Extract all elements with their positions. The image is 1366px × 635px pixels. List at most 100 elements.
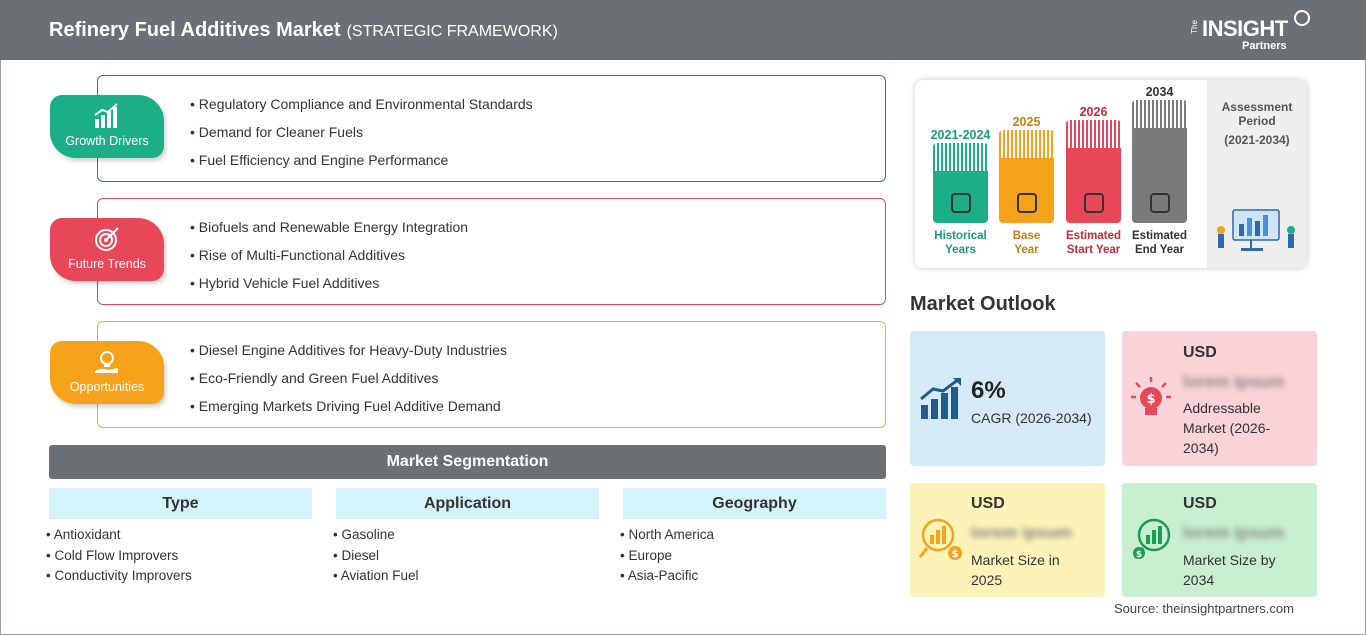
coin-chart-icon: $ <box>1133 518 1171 560</box>
opportunities-badge: Opportunities <box>50 341 164 404</box>
svg-text:$: $ <box>952 549 959 560</box>
start-icon <box>1084 193 1104 213</box>
timeline-year: 2034 <box>1145 85 1174 99</box>
market-size-2025-card: $ USD lorem ipsum Market Size in 2025 <box>910 483 1105 597</box>
addressable-value-blurred: lorem ipsum <box>1183 372 1285 391</box>
opportunities-box: Diesel Engine Additives for Heavy-Duty I… <box>97 321 886 428</box>
logo-the: The <box>1190 20 1199 34</box>
addressable-desc-line3: 2034) <box>1183 440 1219 456</box>
segment-header: Application <box>336 488 599 519</box>
segment-list: North America Europe Asia-Pacific <box>620 526 886 588</box>
segment-geography: Geography North America Europe Asia-Paci… <box>623 488 886 588</box>
list-item: Hybrid Vehicle Fuel Additives <box>190 274 468 302</box>
list-item: Emerging Markets Driving Fuel Additive D… <box>190 397 507 425</box>
timeline-label-line2: Year <box>1014 244 1039 256</box>
segment-header: Type <box>49 488 312 519</box>
cagr-value: 6% <box>971 377 1006 404</box>
list-item: Europe <box>620 547 886 568</box>
assessment-range: (2021-2034) <box>1224 133 1290 147</box>
segment-list: Antioxidant Cold Flow Improvers Conducti… <box>46 526 312 588</box>
list-item: Aviation Fuel <box>333 567 599 588</box>
logo-insight: INSIGHT <box>1202 16 1288 41</box>
svg-text:$: $ <box>1136 550 1142 560</box>
analytics-illustration-icon <box>1217 209 1295 251</box>
growth-drivers-box: Regulatory Compliance and Environmental … <box>97 75 886 182</box>
timeline-label-line2: End Year <box>1134 244 1184 256</box>
dollar-bulb-icon: $ <box>1131 377 1171 415</box>
timeline-bar-fill <box>1132 128 1187 223</box>
assessment-title-line1: Assessment <box>1221 100 1293 114</box>
insight-partners-logo: The INSIGHT Partners <box>1190 10 1320 54</box>
title-text: Refinery Fuel Additives Market <box>49 19 341 41</box>
timeline-bar <box>999 130 1054 223</box>
list-item: Cold Flow Improvers <box>46 547 312 568</box>
size-2034-desc: Market Size by 2034 <box>1183 550 1276 590</box>
size-2025-value-blurred: lorem ipsum <box>971 523 1073 542</box>
timeline-label-line1: Historical <box>934 230 987 242</box>
growth-drivers-badge: Growth Drivers <box>50 95 164 158</box>
timeline-card: Assessment Period (2021-2034) <box>915 80 1307 268</box>
timeline-year: 2025 <box>1012 115 1041 129</box>
timeline-label-line1: Estimated <box>1132 230 1187 242</box>
list-item: Biofuels and Renewable Energy Integratio… <box>190 218 468 246</box>
addressable-usd: USD <box>1183 344 1217 361</box>
size-2025-desc-line1: Market Size in <box>971 552 1060 568</box>
opportunities-list: Diesel Engine Additives for Heavy-Duty I… <box>190 341 507 425</box>
segment-type: Type Antioxidant Cold Flow Improvers Con… <box>49 488 312 588</box>
segment-header: Geography <box>623 488 886 519</box>
timeline-bar-stripes <box>1066 120 1121 148</box>
timeline-year: 2021-2024 <box>930 128 991 142</box>
growth-drivers-label: Growth Drivers <box>65 134 149 148</box>
title-subtitle: (STRATEGIC FRAMEWORK) <box>346 23 558 40</box>
timeline-bar <box>1132 100 1187 223</box>
list-item: Antioxidant <box>46 526 312 547</box>
timeline-bar <box>1066 120 1121 223</box>
segment-list: Gasoline Diesel Aviation Fuel <box>333 526 599 588</box>
future-trends-list: Biofuels and Renewable Energy Integratio… <box>190 218 468 302</box>
market-outlook-title: Market Outlook <box>910 293 1056 315</box>
opportunities-label: Opportunities <box>69 380 145 394</box>
growth-drivers-list: Regulatory Compliance and Environmental … <box>190 95 533 179</box>
list-item: Asia-Pacific <box>620 567 886 588</box>
logo-partners: Partners <box>1242 40 1287 52</box>
size-2034-desc-line2: 2034 <box>1183 572 1215 588</box>
future-trends-box: Biofuels and Renewable Energy Integratio… <box>97 198 886 305</box>
timeline-bar-stripes <box>999 130 1054 158</box>
cagr-desc: CAGR (2026-2034) <box>971 410 1092 426</box>
addressable-desc-line1: Addressable <box>1183 400 1261 416</box>
size-2034-desc-line1: Market Size by <box>1183 552 1276 568</box>
history-icon <box>951 193 971 213</box>
list-item: Demand for Cleaner Fuels <box>190 123 533 151</box>
list-item: Regulatory Compliance and Environmental … <box>190 95 533 123</box>
addressable-desc: Addressable Market (2026- 2034) <box>1183 398 1270 458</box>
list-item: Rise of Multi-Functional Additives <box>190 246 468 274</box>
size-2034-value-blurred: lorem ipsum <box>1183 523 1285 542</box>
size-2025-desc: Market Size in 2025 <box>971 550 1060 590</box>
svg-text:$: $ <box>1146 392 1155 407</box>
timeline-year: 2026 <box>1079 105 1108 119</box>
assessment-title-line2: Period <box>1238 114 1276 128</box>
timeline-label-line1: Base <box>1012 230 1041 242</box>
segment-application: Application Gasoline Diesel Aviation Fue… <box>336 488 599 588</box>
source-credit: Source: theinsightpartners.com <box>1114 601 1294 616</box>
addressable-market-card: $ USD lorem ipsum Addressable Market (20… <box>1122 331 1317 466</box>
timeline-label-line1: Estimated <box>1066 230 1121 242</box>
list-item: Eco-Friendly and Green Fuel Additives <box>190 369 507 397</box>
timeline-bar-fill <box>933 171 988 223</box>
growth-chart-icon <box>920 377 961 419</box>
market-size-2034-card: $ USD lorem ipsum Market Size by 2034 <box>1122 483 1317 597</box>
page-title: Refinery Fuel Additives Market (STRATEGIC… <box>49 19 558 42</box>
list-item: Fuel Efficiency and Engine Performance <box>190 151 533 179</box>
timeline-bar <box>933 143 988 223</box>
timeline-bar-fill <box>999 158 1054 223</box>
list-item: Gasoline <box>333 526 599 547</box>
cagr-card: 6% CAGR (2026-2034) <box>910 331 1105 466</box>
timeline-bar-stripes <box>1132 100 1187 128</box>
monitor-icon <box>1150 193 1170 213</box>
timeline-label-line2: Start Year <box>1066 244 1121 256</box>
list-item: Diesel Engine Additives for Heavy-Duty I… <box>190 341 507 369</box>
future-trends-label: Future Trends <box>68 257 146 271</box>
list-item: Diesel <box>333 547 599 568</box>
